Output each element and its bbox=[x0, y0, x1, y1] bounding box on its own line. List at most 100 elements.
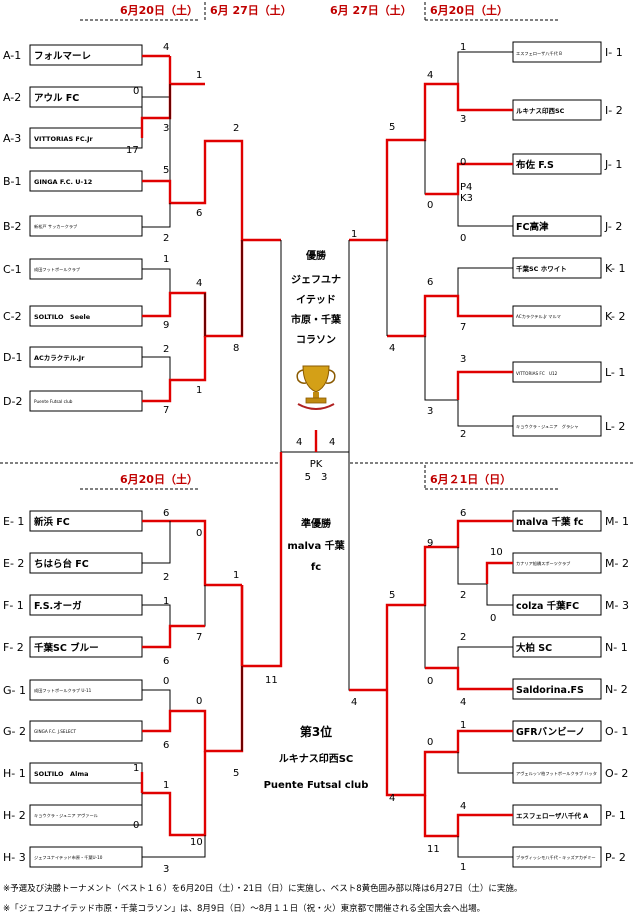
score: 5 bbox=[389, 590, 395, 601]
trophy-icon bbox=[296, 365, 336, 410]
score: 1 bbox=[133, 763, 139, 774]
score: 1 bbox=[163, 254, 169, 265]
right-top-teams: エスフェローザ八千代 B I- 1 ルキナス印西SC I- 2 布佐 F.S J… bbox=[512, 41, 626, 437]
team-name: SOLTILO Alma bbox=[34, 770, 88, 778]
score: K3 bbox=[460, 193, 473, 204]
date-bottom-right: 6月２1日（日） bbox=[430, 473, 511, 486]
seed-label: D-1 bbox=[3, 351, 22, 364]
runnerup-name: fc bbox=[311, 562, 321, 573]
score: 6 bbox=[427, 277, 433, 288]
score: 2 bbox=[460, 632, 466, 643]
score: 4 bbox=[389, 343, 395, 354]
score: 2 bbox=[163, 344, 169, 355]
score: 1 bbox=[233, 570, 239, 581]
team-name: 大柏 SC bbox=[516, 642, 552, 654]
team-name: ちはら台 FC bbox=[34, 558, 89, 570]
left-bottom-lines bbox=[140, 519, 244, 858]
score: 4 bbox=[460, 697, 466, 708]
team-name: GFRバンビーノ bbox=[516, 726, 585, 738]
score: 3 bbox=[163, 123, 169, 134]
team-name: Puente Futsal club bbox=[34, 399, 73, 404]
score: 4 bbox=[351, 697, 357, 708]
team-name: キョウクラ・ジュニア アヴァール bbox=[34, 812, 98, 819]
team-name: VITTORIAS FC U12 bbox=[516, 371, 558, 376]
seed-label: N- 1 bbox=[605, 641, 628, 654]
seed-label: J- 1 bbox=[604, 158, 622, 171]
team-name: VITTORIAS FC.Jr bbox=[34, 135, 93, 143]
left-top-lines bbox=[140, 54, 281, 403]
seed-label: M- 3 bbox=[605, 599, 629, 612]
team-name: 布佐 F.S bbox=[515, 159, 554, 171]
seed-label: K- 1 bbox=[605, 262, 626, 275]
seed-label: M- 1 bbox=[605, 515, 629, 528]
seed-label: O- 2 bbox=[605, 767, 628, 780]
team-name: アヴェルッソ柏フットボールクラブ ハッタ bbox=[516, 770, 597, 777]
score: 3 bbox=[460, 114, 466, 125]
seed-label: B-1 bbox=[3, 175, 22, 188]
score: 1 bbox=[460, 720, 466, 731]
seed-label: L- 2 bbox=[605, 420, 625, 433]
date-bottom-left: 6月20日（土） bbox=[120, 472, 198, 486]
score: 1 bbox=[460, 42, 466, 53]
center-panel: 優勝 ジェフユナ イテッド 市原・千葉 コラソン 4 4 bbox=[280, 240, 350, 453]
left-top-teams: A-1 フォルマーレ A-2 アウル FC A-3 VITTORIAS FC.J… bbox=[3, 44, 143, 412]
score: 2 bbox=[460, 590, 466, 601]
team-name: アウル FC bbox=[34, 93, 79, 104]
team-name: 千葉SC ブルー bbox=[34, 642, 99, 654]
team-name: 成田フットボールクラブ U-11 bbox=[34, 687, 92, 694]
score: 2 bbox=[163, 572, 169, 583]
team-name: ブラヴィッシモ八千代・キッズアカデミー bbox=[516, 854, 596, 861]
score: 7 bbox=[196, 632, 202, 643]
seed-label: O- 1 bbox=[605, 725, 628, 738]
seed-label: P- 2 bbox=[605, 851, 626, 864]
seed-label: A-2 bbox=[3, 91, 21, 104]
team-name: 千葉SC ホワイト bbox=[516, 264, 567, 273]
right-bottom-lines bbox=[349, 519, 513, 858]
score: 6 bbox=[460, 508, 466, 519]
seed-label: A-3 bbox=[3, 132, 21, 145]
score: 6 bbox=[163, 656, 169, 667]
team-name: 成田フットボールクラブ bbox=[34, 266, 81, 273]
team-name: colza 千葉FC bbox=[516, 600, 579, 612]
team-name: ACカラクテル.Jr bbox=[34, 353, 85, 362]
seed-label: H- 3 bbox=[3, 851, 26, 864]
score: 0 bbox=[427, 676, 433, 687]
seed-label: H- 1 bbox=[3, 767, 26, 780]
team-name: Saldorina.FS bbox=[516, 685, 584, 696]
score: 4 bbox=[163, 42, 169, 53]
score: 2 bbox=[163, 233, 169, 244]
team-box bbox=[29, 215, 143, 237]
left-bottom-teams: E- 1 新浜 FC E- 2 ちはら台 FC F- 1 F.S.オーガ F- … bbox=[3, 510, 143, 868]
team-name: カナリア船橋スポーツクラブ bbox=[516, 560, 571, 567]
score: 8 bbox=[233, 343, 239, 354]
center-bottom: PK 5 3 準優勝 malva 千葉 fc 第3位 ルキナス印西SC Puen… bbox=[242, 452, 387, 791]
seed-label: I- 1 bbox=[605, 46, 623, 59]
third-place-team: ルキナス印西SC bbox=[279, 753, 354, 765]
score: 1 bbox=[351, 229, 357, 240]
score: 9 bbox=[163, 320, 169, 331]
left-top-scores: 4 0 3 17 5 6 2 1 9 1 4 2 1 7 2 8 bbox=[126, 42, 239, 416]
score: 1 bbox=[196, 385, 202, 396]
score: 0 bbox=[163, 676, 169, 687]
score: 11 bbox=[265, 675, 278, 686]
footnote: ※「ジェフユナイテッド市原・千葉コラソン」は、8月9日（日）～8月１１日（祝・火… bbox=[3, 903, 485, 914]
right-top-lines bbox=[349, 51, 513, 427]
score: 0 bbox=[460, 157, 466, 168]
seed-label: C-2 bbox=[3, 310, 22, 323]
runnerup-name: malva 千葉 bbox=[287, 539, 345, 552]
score: 1 bbox=[196, 70, 202, 81]
seed-label: E- 1 bbox=[3, 515, 24, 528]
score: 10 bbox=[190, 837, 203, 848]
champion-name: ジェフユナ bbox=[291, 274, 341, 286]
score: 11 bbox=[427, 844, 440, 855]
score: 4 bbox=[196, 278, 202, 289]
score: 5 bbox=[233, 768, 239, 779]
score: 1 bbox=[163, 780, 169, 791]
team-name: GINGA F.C. J.SELECT bbox=[34, 729, 76, 734]
score: 3 bbox=[427, 406, 433, 417]
team-name: キョウクラ・ジュニア グラシャ bbox=[516, 423, 578, 430]
seed-label: D-2 bbox=[3, 395, 22, 408]
score: 2 bbox=[233, 123, 239, 134]
score: 4 bbox=[427, 70, 433, 81]
date-right-qf: 6月 27日（土） bbox=[330, 3, 412, 17]
